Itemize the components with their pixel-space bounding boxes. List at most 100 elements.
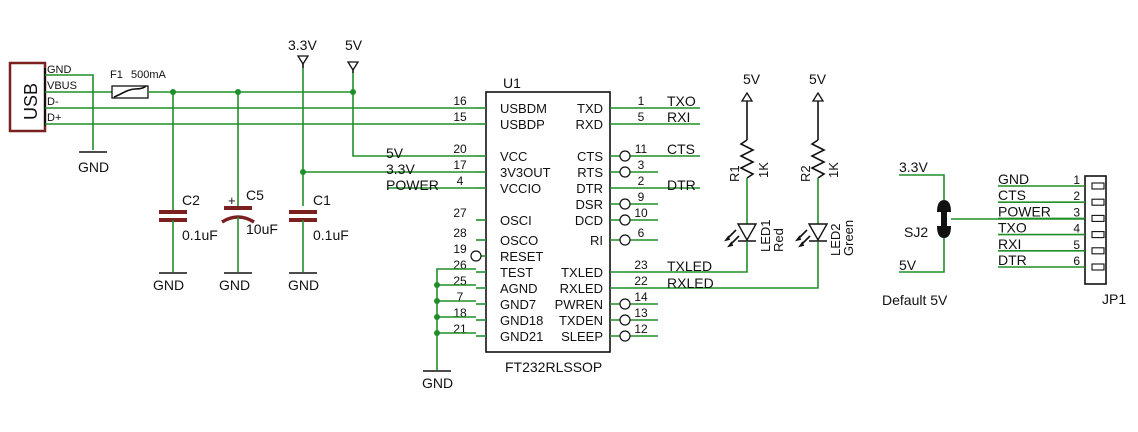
u1-ref: U1: [503, 75, 521, 91]
r2-value: 1K: [826, 162, 841, 178]
c5-ref: C5: [246, 187, 264, 203]
usb-connector: USB GND VBUS D- D+: [8, 61, 77, 133]
usb-label: USB: [21, 83, 41, 120]
u1-part: FT232RLSSOP: [505, 359, 602, 375]
u1-pin-name: SLEEP: [561, 329, 603, 344]
capacitor-c1: C1 0.1uF GND: [288, 192, 349, 293]
net-label-txo: TXO: [667, 93, 696, 109]
net-label-dtr: DTR: [667, 177, 696, 193]
u1-pin-number: 1: [638, 94, 645, 108]
jp1-pin-socket: [1091, 198, 1105, 206]
u1-pin-name: RI: [590, 233, 603, 248]
led-branch-2: 5V R2 1K LED2 Green: [795, 71, 856, 256]
u1-pin-number: 25: [453, 274, 467, 288]
jp1-pin-name: GND: [998, 171, 1029, 187]
usb-pin-dminus: D-: [47, 96, 59, 108]
u1-pin-name: TXD: [577, 101, 603, 116]
rail-3v3-label: 3.3V: [288, 37, 317, 53]
u1-pin-number: 22: [634, 274, 648, 288]
u1-pin-name: RXD: [576, 117, 603, 132]
jp1-pin-socket: [1091, 231, 1105, 239]
net-label-rxled: RXLED: [667, 275, 714, 291]
c2-ref: C2: [182, 192, 200, 208]
u1-pin-name: PWREN: [555, 297, 603, 312]
c5-gnd-label: GND: [219, 277, 250, 293]
jp1-pin-name: POWER: [998, 203, 1051, 219]
u1-pin-nc-circle: [619, 150, 631, 162]
net-label-3v3: 3.3V: [386, 161, 415, 177]
u1-pin-number: 5: [638, 110, 645, 124]
u1-pin-number: 18: [453, 306, 467, 320]
u1-pin-name: DCD: [575, 213, 603, 228]
u1-ground-bus: GND: [422, 268, 476, 391]
jp1-pin-name: DTR: [998, 252, 1027, 268]
u1-pin-nc-circle: [619, 234, 631, 246]
sj2-ref: SJ2: [904, 224, 928, 240]
u1-pin-name: USBDM: [500, 101, 547, 116]
u1-pin-name: GND21: [500, 329, 543, 344]
u1-pin-name: DTR: [576, 181, 603, 196]
net-label-5v: 5V: [386, 145, 404, 161]
u1-pin-number: 10: [634, 206, 648, 220]
led1-color: Red: [771, 228, 786, 252]
u1-pin-number: 23: [634, 258, 648, 272]
u1-pin-number: 6: [638, 226, 645, 240]
jp1-pin-name: RXI: [998, 236, 1021, 252]
sj2-bottom-label: 5V: [899, 257, 917, 273]
led-branch-1: 5V R1 1K LED1 Red: [724, 71, 786, 252]
jp1-pin-1: GND 1: [998, 171, 1105, 190]
c1-gnd-label: GND: [288, 277, 319, 293]
jp1-pin-name: CTS: [998, 187, 1026, 203]
u1-pin-nc-circle: [619, 330, 631, 342]
u1-pin-number: 26: [453, 258, 467, 272]
jp1-pin-socket: [1091, 247, 1105, 255]
led1-symbol: [736, 223, 758, 242]
rail-3v3: 3.3V: [288, 37, 317, 68]
led2-symbol: [807, 223, 829, 242]
u1-pin-number: 27: [453, 206, 467, 220]
u1-pin-number: 14: [634, 290, 648, 304]
u1-pin-number: 7: [457, 290, 464, 304]
u1-pin-number: 17: [453, 158, 467, 172]
usb-pin-gnd: GND: [47, 64, 72, 76]
jp1-pin-number: 1: [1073, 173, 1080, 187]
u1-pin-nc-circle: [619, 314, 631, 326]
usb-pin-vbus: VBUS: [47, 80, 77, 92]
u1-pin-name: TEST: [500, 265, 533, 280]
u1-pin-nc-circle: [619, 166, 631, 178]
u1-pin-number: 20: [453, 142, 467, 156]
led2-color: Green: [841, 220, 856, 256]
u1-right-nets: TXO RXI CTS DTR TXLED RXLED: [658, 93, 819, 291]
jp1-pin-number: 3: [1073, 205, 1080, 219]
net-label-power: POWER: [386, 177, 439, 193]
rail-5v: 5V: [345, 37, 363, 73]
svg-text:+: +: [228, 193, 236, 208]
u1-pin-name: VCC: [500, 149, 527, 164]
u1-pin-name: TXLED: [561, 265, 603, 280]
u1-pin-name: AGND: [500, 281, 538, 296]
solder-jumper-sj2: 3.3V SJ2 5V Default 5V: [882, 159, 1085, 308]
u1-pin-name: TXDEN: [559, 313, 603, 328]
u1-pin-number: 11: [635, 142, 648, 156]
u1-pin-name: USBDP: [500, 117, 545, 132]
u1-pin-name: CTS: [577, 149, 603, 164]
u1-pin-name: DSR: [576, 197, 603, 212]
jp1-pin-3: POWER 3: [998, 203, 1105, 222]
jp1-pin-socket: [1091, 182, 1105, 190]
c2-value: 0.1uF: [182, 227, 218, 243]
sj2-note: Default 5V: [882, 292, 948, 308]
u1-pin-name: OSCO: [500, 233, 538, 248]
